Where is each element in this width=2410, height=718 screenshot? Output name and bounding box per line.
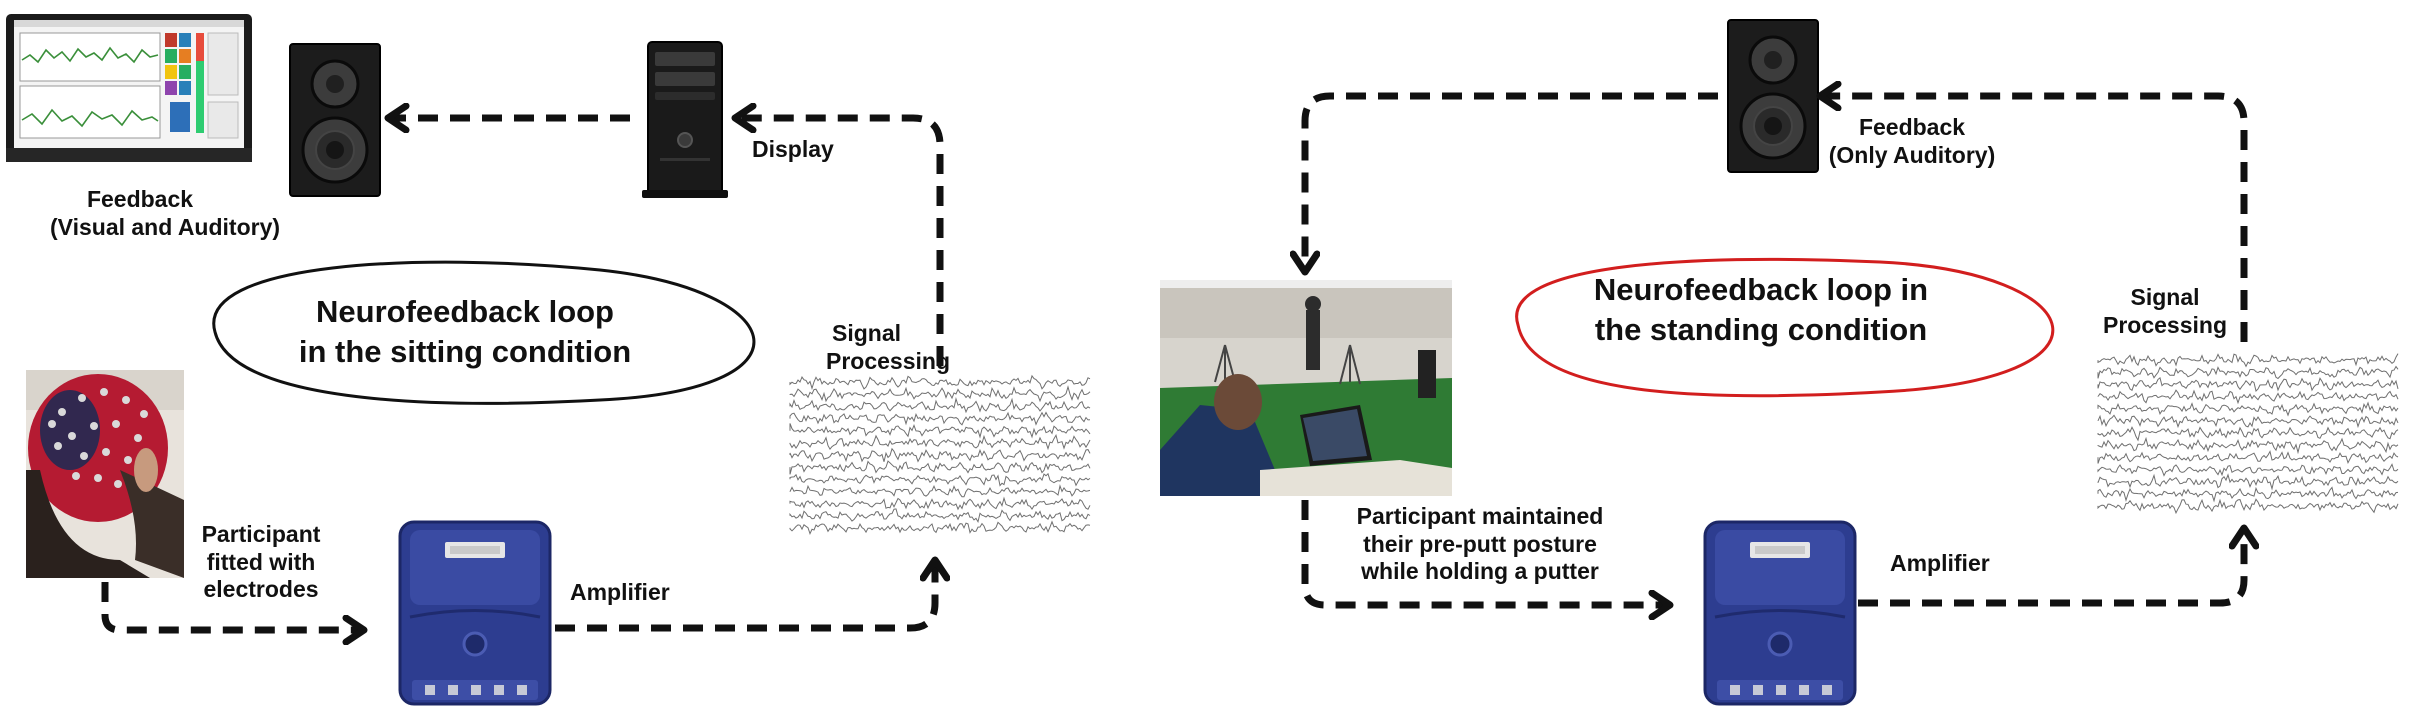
signal-processing-label-standing: Signal Processing	[2103, 284, 2227, 338]
title-standing: Neurofeedback loop in the standing condi…	[1593, 272, 1929, 348]
arrow-signal-to-feedback	[1822, 96, 2248, 342]
eeg-trace	[789, 508, 1091, 524]
eeg-trace	[2097, 365, 2399, 380]
eeg-trace	[2097, 414, 2399, 429]
eeg-trace	[2097, 486, 2399, 503]
eeg-trace	[789, 423, 1091, 439]
title-oval-sitting	[212, 260, 756, 405]
amplifier-icon	[1703, 520, 1857, 706]
title-sitting: Neurofeedback loop in the sitting condit…	[298, 294, 632, 370]
signal-processing-label-sitting: Signal Processing	[826, 320, 950, 374]
arrow-participant-to-amplifier	[101, 582, 362, 630]
eeg-signal-icon	[789, 370, 1091, 540]
eeg-trace	[789, 411, 1091, 426]
participant-photo	[26, 370, 184, 578]
amplifier-icon	[398, 520, 552, 706]
arrow-participant-to-amplifier	[1301, 500, 1668, 605]
participant-label-sitting: Participant fitted with electrodes	[201, 521, 321, 603]
eeg-trace	[789, 460, 1091, 475]
eeg-trace	[789, 447, 1091, 463]
participant-label-standing: Participant maintained their pre-putt po…	[1356, 503, 1604, 585]
monitor-icon	[6, 14, 252, 162]
feedback-label-standing: Feedback (Only Auditory)	[1828, 114, 1996, 168]
eeg-trace	[789, 434, 1091, 451]
amplifier-label-sitting: Amplifier	[570, 579, 670, 605]
amplifier-label-standing: Amplifier	[1890, 550, 1990, 576]
eeg-trace	[2097, 353, 2399, 368]
eeg-trace	[2097, 463, 2399, 477]
eeg-trace	[789, 397, 1091, 414]
eeg-trace	[789, 484, 1091, 498]
feedback-label-sitting: Feedback (Visual and Auditory)	[50, 186, 281, 240]
speaker-icon	[1726, 18, 1820, 174]
eeg-trace	[2097, 473, 2399, 491]
arrow-feedback-to-participant	[1305, 92, 1718, 270]
arrow-amplifier-to-signal	[555, 562, 935, 632]
arrow-amplifier-to-signal	[1858, 530, 2244, 607]
arrow-signal-to-computer	[737, 118, 944, 366]
display-label: Display	[752, 136, 834, 162]
eeg-trace	[2097, 389, 2399, 405]
eeg-trace	[789, 472, 1091, 487]
eeg-trace	[789, 520, 1091, 535]
eeg-trace	[2097, 377, 2399, 392]
eeg-trace	[2097, 498, 2399, 515]
eeg-trace	[789, 496, 1091, 511]
speaker-icon	[288, 42, 382, 198]
putting-photo	[1160, 280, 1452, 496]
eeg-trace	[2097, 426, 2399, 442]
eeg-trace	[2097, 401, 2399, 417]
eeg-trace	[2097, 436, 2399, 455]
eeg-trace	[2097, 450, 2399, 464]
computer-tower-icon	[642, 41, 728, 198]
title-oval-standing	[1515, 257, 2055, 398]
eeg-trace	[789, 385, 1091, 403]
eeg-signal-icon	[2097, 348, 2399, 518]
eeg-trace	[789, 374, 1091, 391]
